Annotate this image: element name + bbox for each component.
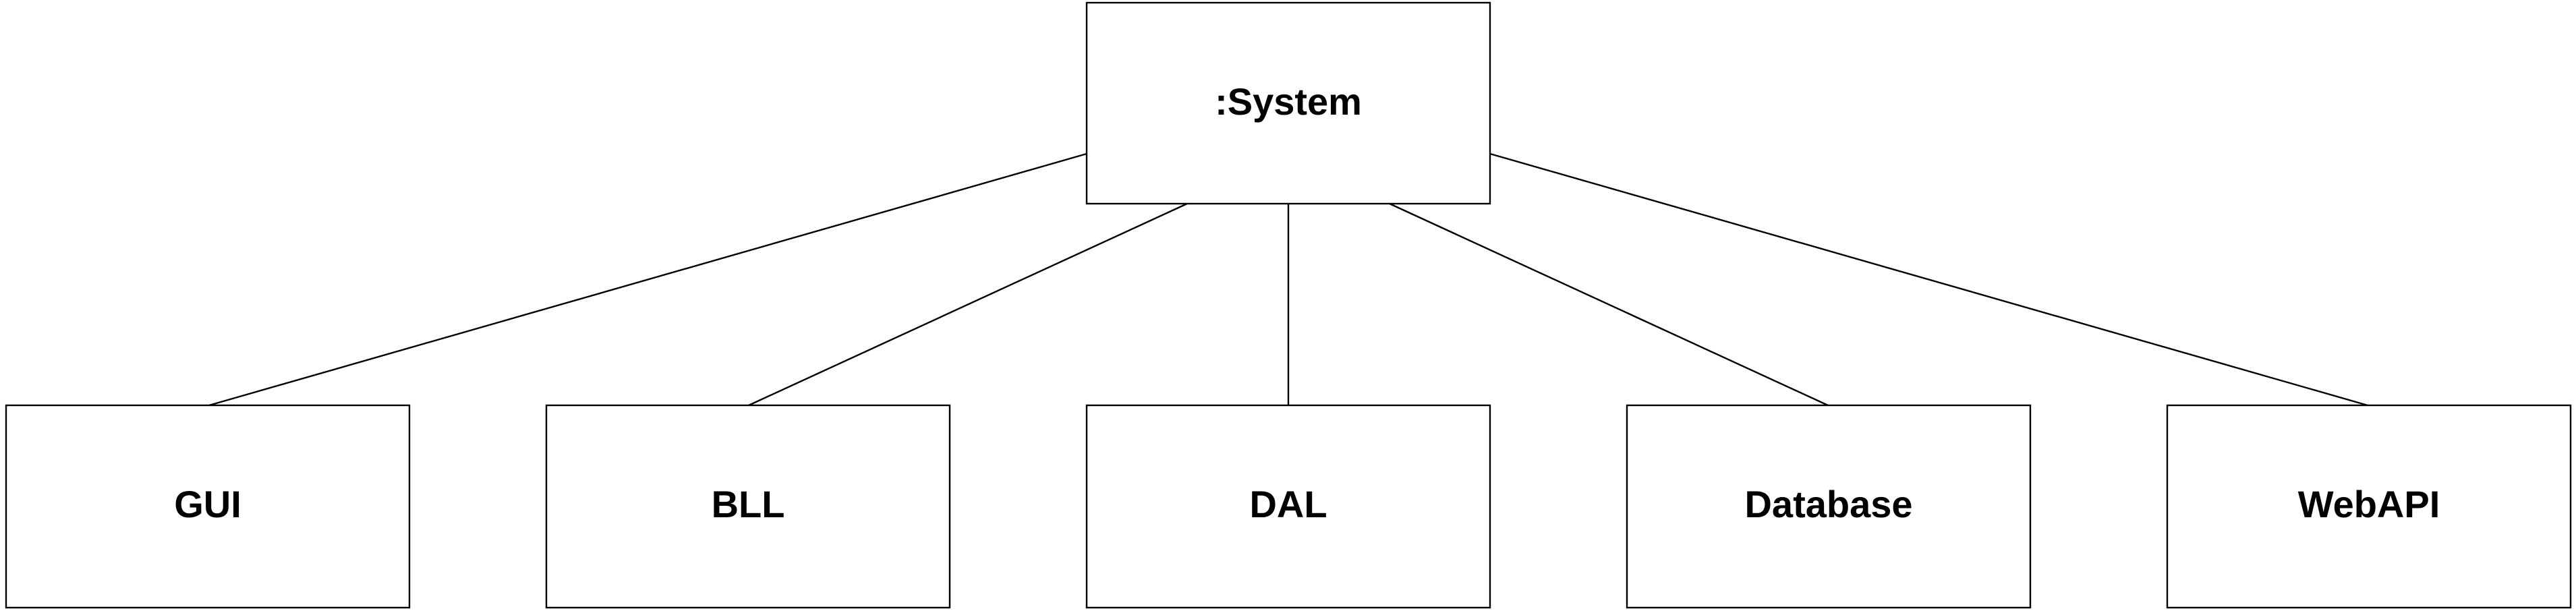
webapi-label: WebAPI [2298,483,2440,525]
connector-system-webapi [1489,152,2368,407]
bll-label: BLL [712,483,785,525]
database-label: Database [1744,483,1912,525]
system-node: :System [1085,1,1491,205]
gui-box [5,404,411,609]
system-label: :System [1215,80,1362,123]
system-box [1085,1,1491,205]
dal-node: DAL [1085,404,1491,609]
gui-label: GUI [174,483,241,525]
dal-box [1085,404,1491,609]
bll-node: BLL [545,404,951,609]
connector-system-gui [208,152,1087,407]
dal-label: DAL [1249,483,1327,525]
connector-system-bll [748,202,1188,407]
bll-box [545,404,951,609]
connector-system-database [1389,202,1829,407]
database-node: Database [1626,404,2032,609]
webapi-box [2166,404,2572,609]
webapi-node: WebAPI [2166,404,2572,609]
gui-node: GUI [5,404,411,609]
database-box [1626,404,2032,609]
